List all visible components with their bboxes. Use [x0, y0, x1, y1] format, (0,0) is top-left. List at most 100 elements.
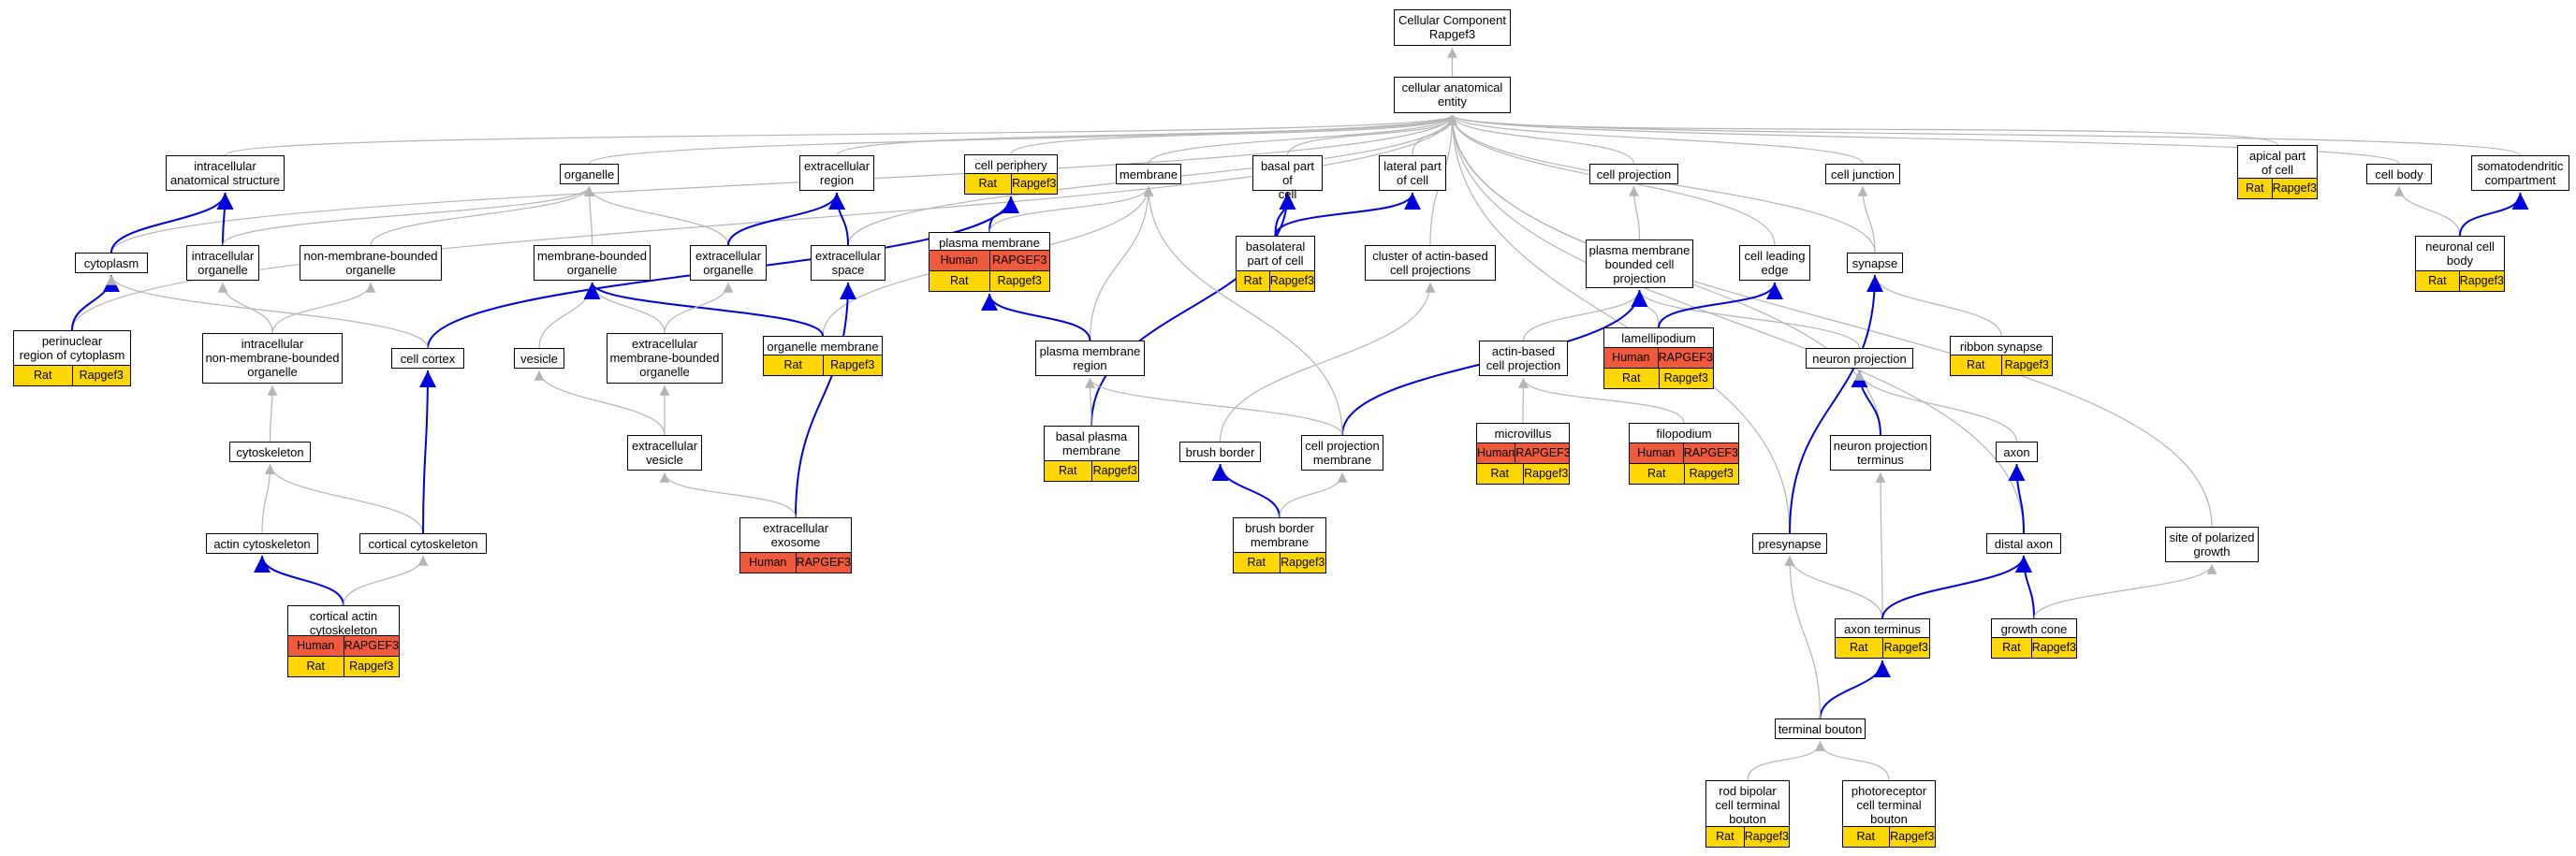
go-term-synapse[interactable]: synapse: [1847, 253, 1903, 273]
term-label: filopodium: [1656, 427, 1712, 441]
go-term-vesicle[interactable]: vesicle: [514, 348, 564, 369]
gene-label: Rapgef3: [822, 355, 883, 375]
edge-bpm-to-pmr: [1085, 377, 1095, 427]
term-label: rod bipolar cell terminal bouton: [1715, 784, 1780, 826]
gene-label: Rapgef3: [988, 271, 1050, 291]
term-label: membrane: [1119, 167, 1178, 181]
term-label: somatodendritic compartment: [2477, 159, 2564, 187]
edge-pm-to-membrane: [988, 185, 1154, 233]
organism-label: Rat: [1059, 464, 1077, 477]
go-term-axon[interactable]: axon: [1996, 442, 2038, 462]
edge-ribbon-to-synapse: [1869, 274, 2002, 337]
go-term-corticalcs[interactable]: cortical cytoskeleton: [359, 533, 487, 554]
go-term-bb[interactable]: brush border: [1179, 442, 1261, 462]
go-term-actincs[interactable]: actin cytoskeleton: [206, 533, 318, 554]
go-term-embo[interactable]: extracellular membrane-bounded organelle: [607, 333, 723, 384]
go-term-cproj[interactable]: cell projection: [1589, 164, 1678, 184]
go-term-mbo[interactable]: membrane-bounded organelle: [534, 245, 651, 281]
go-term-cellbody[interactable]: cell body: [2366, 164, 2432, 184]
go-term-root[interactable]: Cellular Component Rapgef3: [1394, 9, 1511, 46]
edge-tb-to-at: [1819, 660, 1891, 719]
go-term-pmr[interactable]: plasma membrane region: [1035, 341, 1145, 376]
term-label: vesicle: [520, 352, 558, 366]
term-label: intracellular anatomical structure: [169, 159, 281, 187]
go-term-bpc[interactable]: basal part of cell: [1252, 155, 1323, 201]
organism-label: Human: [297, 639, 335, 652]
term-label: basal plasma membrane: [1055, 429, 1128, 457]
edge-bbm-to-cpm: [1279, 472, 1348, 518]
go-term-nmbo[interactable]: non-membrane-bounded organelle: [300, 245, 442, 281]
go-term-membrane[interactable]: membrane: [1116, 164, 1181, 184]
term-label: extracellular vesicle: [631, 439, 698, 467]
go-term-pmbcp[interactable]: plasma membrane bounded cell projection: [1586, 239, 1693, 288]
go-term-np[interactable]: neuron projection: [1806, 348, 1913, 369]
go-term-organelle[interactable]: organelle: [560, 164, 619, 184]
go-term-lpc[interactable]: lateral part of cell: [1379, 155, 1446, 191]
go-term-distal[interactable]: distal axon: [1986, 533, 2061, 554]
term-label: cluster of actin-based cell projections: [1372, 249, 1488, 277]
term-label: growth cone: [2000, 622, 2068, 636]
go-term-tb[interactable]: terminal bouton: [1775, 718, 1866, 739]
go-term-ev[interactable]: extracellular vesicle: [627, 435, 702, 471]
go-term-npt[interactable]: neuron projection terminus: [1830, 435, 1931, 471]
organism-label: Rat: [1967, 358, 1985, 371]
gene-label: Rapgef3: [343, 657, 400, 676]
term-label: perinuclear region of cytoplasm: [19, 334, 125, 362]
edge-cpm-to-pmr: [1085, 377, 1343, 436]
go-term-io[interactable]: intracellular organelle: [186, 245, 259, 281]
go-term-cytoplasm[interactable]: cytoplasm: [75, 253, 148, 273]
go-term-cabcp[interactable]: cluster of actin-based cell projections: [1365, 245, 1496, 281]
edge-np-to-pmbcp: [1634, 289, 1861, 349]
go-term-es[interactable]: extracellular space: [811, 245, 886, 281]
edge-ias-to-cae: [224, 114, 1457, 156]
organism-label: Human: [1477, 446, 1515, 459]
go-term-sdc[interactable]: somatodendritic compartment: [2471, 155, 2569, 191]
edge-bbm-to-bb: [1211, 463, 1281, 518]
go-term-ias[interactable]: intracellular anatomical structure: [166, 155, 285, 191]
term-label: cell projection membrane: [1305, 439, 1380, 467]
go-term-cortex[interactable]: cell cortex: [391, 348, 464, 369]
edge-pctb-to-tb: [1815, 740, 1890, 781]
term-label: extracellular organelle: [695, 249, 762, 277]
go-term-cle[interactable]: cell leading edge: [1739, 245, 1810, 281]
edge-spg-to-cae: [1447, 114, 2213, 528]
go-term-eo[interactable]: extracellular organelle: [690, 245, 767, 281]
go-term-cytoskeleton[interactable]: cytoskeleton: [229, 442, 311, 462]
go-term-cj[interactable]: cell junction: [1825, 164, 1900, 184]
edge-gc-to-distal: [2015, 555, 2035, 619]
edge-membrane-to-cae: [1148, 114, 1457, 165]
term-label: photoreceptor cell terminal bouton: [1851, 784, 1927, 826]
go-term-spg[interactable]: site of polarized growth: [2165, 527, 2259, 562]
edge-pmr-to-membrane: [1089, 185, 1154, 341]
go-term-cae[interactable]: cellular anatomical entity: [1394, 77, 1511, 113]
go-term-acp[interactable]: actin-based cell projection: [1479, 341, 1568, 376]
edge-apical-to-cae: [1447, 114, 2278, 146]
go-term-er[interactable]: extracellular region: [799, 155, 874, 191]
go-term-cpm[interactable]: cell projection membrane: [1301, 435, 1383, 471]
go-term-presynapse[interactable]: presynapse: [1752, 533, 1827, 554]
go-term-inmbo[interactable]: intracellular non-membrane-bounded organ…: [202, 333, 343, 384]
term-label: cytoskeleton: [236, 445, 304, 459]
